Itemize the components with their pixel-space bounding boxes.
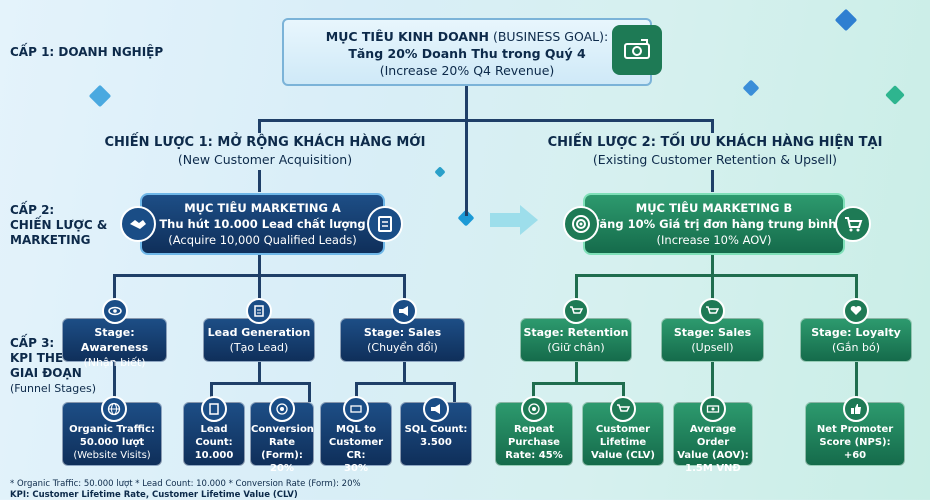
footer-kpi-note: KPI: Customer Lifetime Rate, Customer Li… [10, 490, 298, 500]
marketing-goal-b: MỤC TIÊU MARKETING B Tăng 10% Giá trị đơ… [583, 193, 845, 255]
level-1-label: CẤP 1: DOANH NGHIỆP [10, 45, 164, 59]
decorative-cube [434, 166, 446, 178]
business-goal-box: MỤC TIÊU KINH DOANH (BUSINESS GOAL): Tăn… [282, 18, 652, 86]
kpi-organic-traffic: Organic Traffic:50.000 lượt(Website Visi… [62, 402, 162, 466]
strategy-2: CHIẾN LƯỢC 2: TỐI ƯU KHÁCH HÀNG HIỆN TẠI… [547, 135, 883, 167]
form-icon [246, 298, 272, 324]
stage-loyalty: Stage: Loyalty(Gắn bó) [800, 318, 912, 362]
level-2-label: CẤP 2:CHIẾN LƯỢC &MARKETING [10, 203, 108, 247]
cart-icon [835, 206, 871, 242]
footer-note: * Organic Traffic: 50.000 lượt * Lead Co… [10, 479, 361, 489]
megaphone-icon [423, 396, 449, 422]
target-icon [521, 396, 547, 422]
decorative-cube [885, 85, 905, 105]
strategy-1: CHIẾN LƯỢC 1: MỞ RỘNG KHÁCH HÀNG MỚI (Ne… [104, 135, 426, 167]
decorative-cube [88, 84, 112, 108]
stage-sales-a: Stage: Sales(Chuyển đổi) [340, 318, 465, 362]
arrow-right-icon [490, 205, 538, 235]
stage-sales-b: Stage: Sales(Upsell) [661, 318, 764, 362]
megaphone-icon [391, 298, 417, 324]
mql-icon [343, 396, 369, 422]
cart-icon [563, 298, 589, 324]
decorative-cube [834, 8, 858, 32]
target-icon [269, 396, 295, 422]
stage-awareness: Stage: Awareness(Nhận biết) [62, 318, 167, 369]
money-icon [700, 396, 726, 422]
heart-hand-icon [843, 298, 869, 324]
thumbs-up-icon [843, 396, 869, 422]
eye-icon [102, 298, 128, 324]
clipboard-icon [367, 206, 403, 242]
marketing-goal-a: MỤC TIÊU MARKETING A Thu hút 10.000 Lead… [140, 193, 385, 255]
globe-icon [101, 396, 127, 422]
cart-icon [610, 396, 636, 422]
clipboard-icon [201, 396, 227, 422]
cart-icon [699, 298, 725, 324]
target-icon [563, 206, 599, 242]
handshake-icon [120, 206, 156, 242]
stage-lead-generation: Lead Generation(Tạo Lead) [203, 318, 315, 362]
decorative-cube [742, 79, 760, 97]
stage-retention: Stage: Retention(Giữ chân) [520, 318, 632, 362]
money-icon [612, 25, 662, 75]
